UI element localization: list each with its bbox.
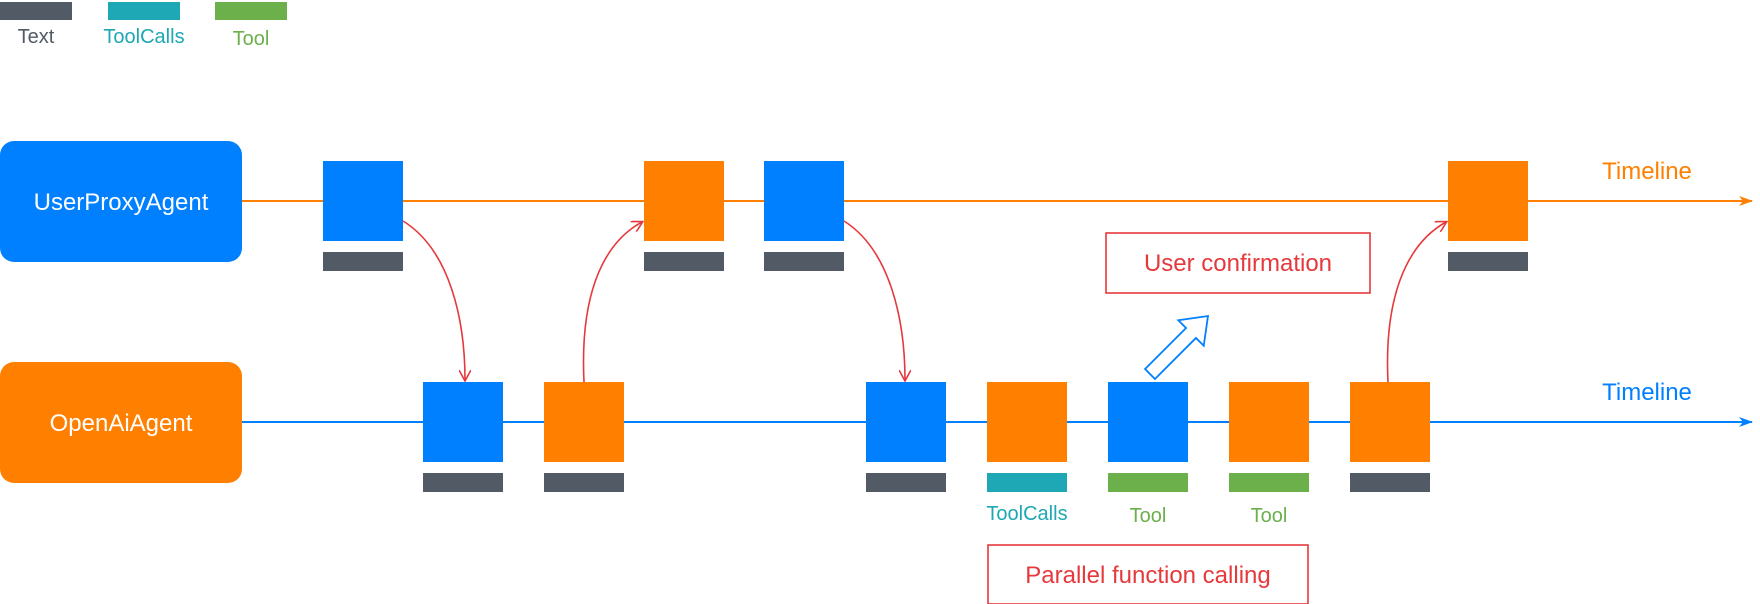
toolcalls-label: ToolCalls: [986, 503, 1067, 525]
text-bar: [866, 473, 946, 492]
legend-tool-swatch: [215, 2, 287, 20]
agent-message-3: [866, 382, 946, 492]
toolcalls-bar: [987, 473, 1067, 492]
confirmation-block-arrow: [1143, 314, 1210, 381]
openai-agent-label: OpenAiAgent: [50, 410, 193, 437]
flow-arrow-4: [1386, 222, 1446, 383]
user-proxy-agent: UserProxyAgent: [0, 141, 242, 262]
tool-label: Tool: [1251, 505, 1288, 527]
agent-message-6: [1350, 382, 1430, 492]
legend-tool-label: Tool: [233, 28, 270, 50]
tool-bar: [1229, 473, 1309, 492]
agent-message-tool-1: Tool: [1108, 382, 1188, 527]
openai-timeline-label: Timeline: [1602, 379, 1692, 406]
legend-toolcalls-swatch: [108, 2, 180, 20]
legend-toolcalls-label: ToolCalls: [103, 26, 184, 48]
openai-agent: OpenAiAgent: [0, 362, 242, 483]
tool-bar: [1108, 473, 1188, 492]
legend-text-swatch: [0, 2, 72, 20]
parallel-function-calling-note: Parallel function calling: [987, 544, 1309, 604]
text-bar: [764, 252, 844, 271]
user-confirmation-note: User confirmation: [1105, 232, 1371, 294]
user-proxy-agent-label: UserProxyAgent: [34, 189, 209, 216]
tool-label: Tool: [1130, 505, 1167, 527]
flow-arrow-1: [402, 220, 465, 380]
text-bar: [544, 473, 624, 492]
user-confirmation-text: User confirmation: [1144, 250, 1332, 277]
agent-message-toolcalls: ToolCalls: [986, 382, 1068, 525]
agent-message-1: [423, 382, 503, 492]
parallel-function-calling-text: Parallel function calling: [1025, 562, 1270, 589]
text-bar: [323, 252, 403, 271]
text-bar: [1448, 252, 1528, 271]
agent-message-tool-2: Tool: [1229, 382, 1309, 527]
text-bar: [644, 252, 724, 271]
text-bar: [423, 473, 503, 492]
agent-message-2: [544, 382, 624, 492]
user-message-2: [644, 161, 724, 271]
text-bar: [1350, 473, 1430, 492]
legend: Text ToolCalls Tool: [0, 2, 287, 50]
user-timeline-label: Timeline: [1602, 158, 1692, 185]
user-message-1: [323, 161, 403, 271]
flow-arrow-3: [843, 220, 905, 380]
user-message-4: [1448, 161, 1528, 271]
legend-text-label: Text: [18, 26, 55, 48]
user-message-3: [764, 161, 844, 271]
flow-arrow-2: [582, 222, 642, 383]
